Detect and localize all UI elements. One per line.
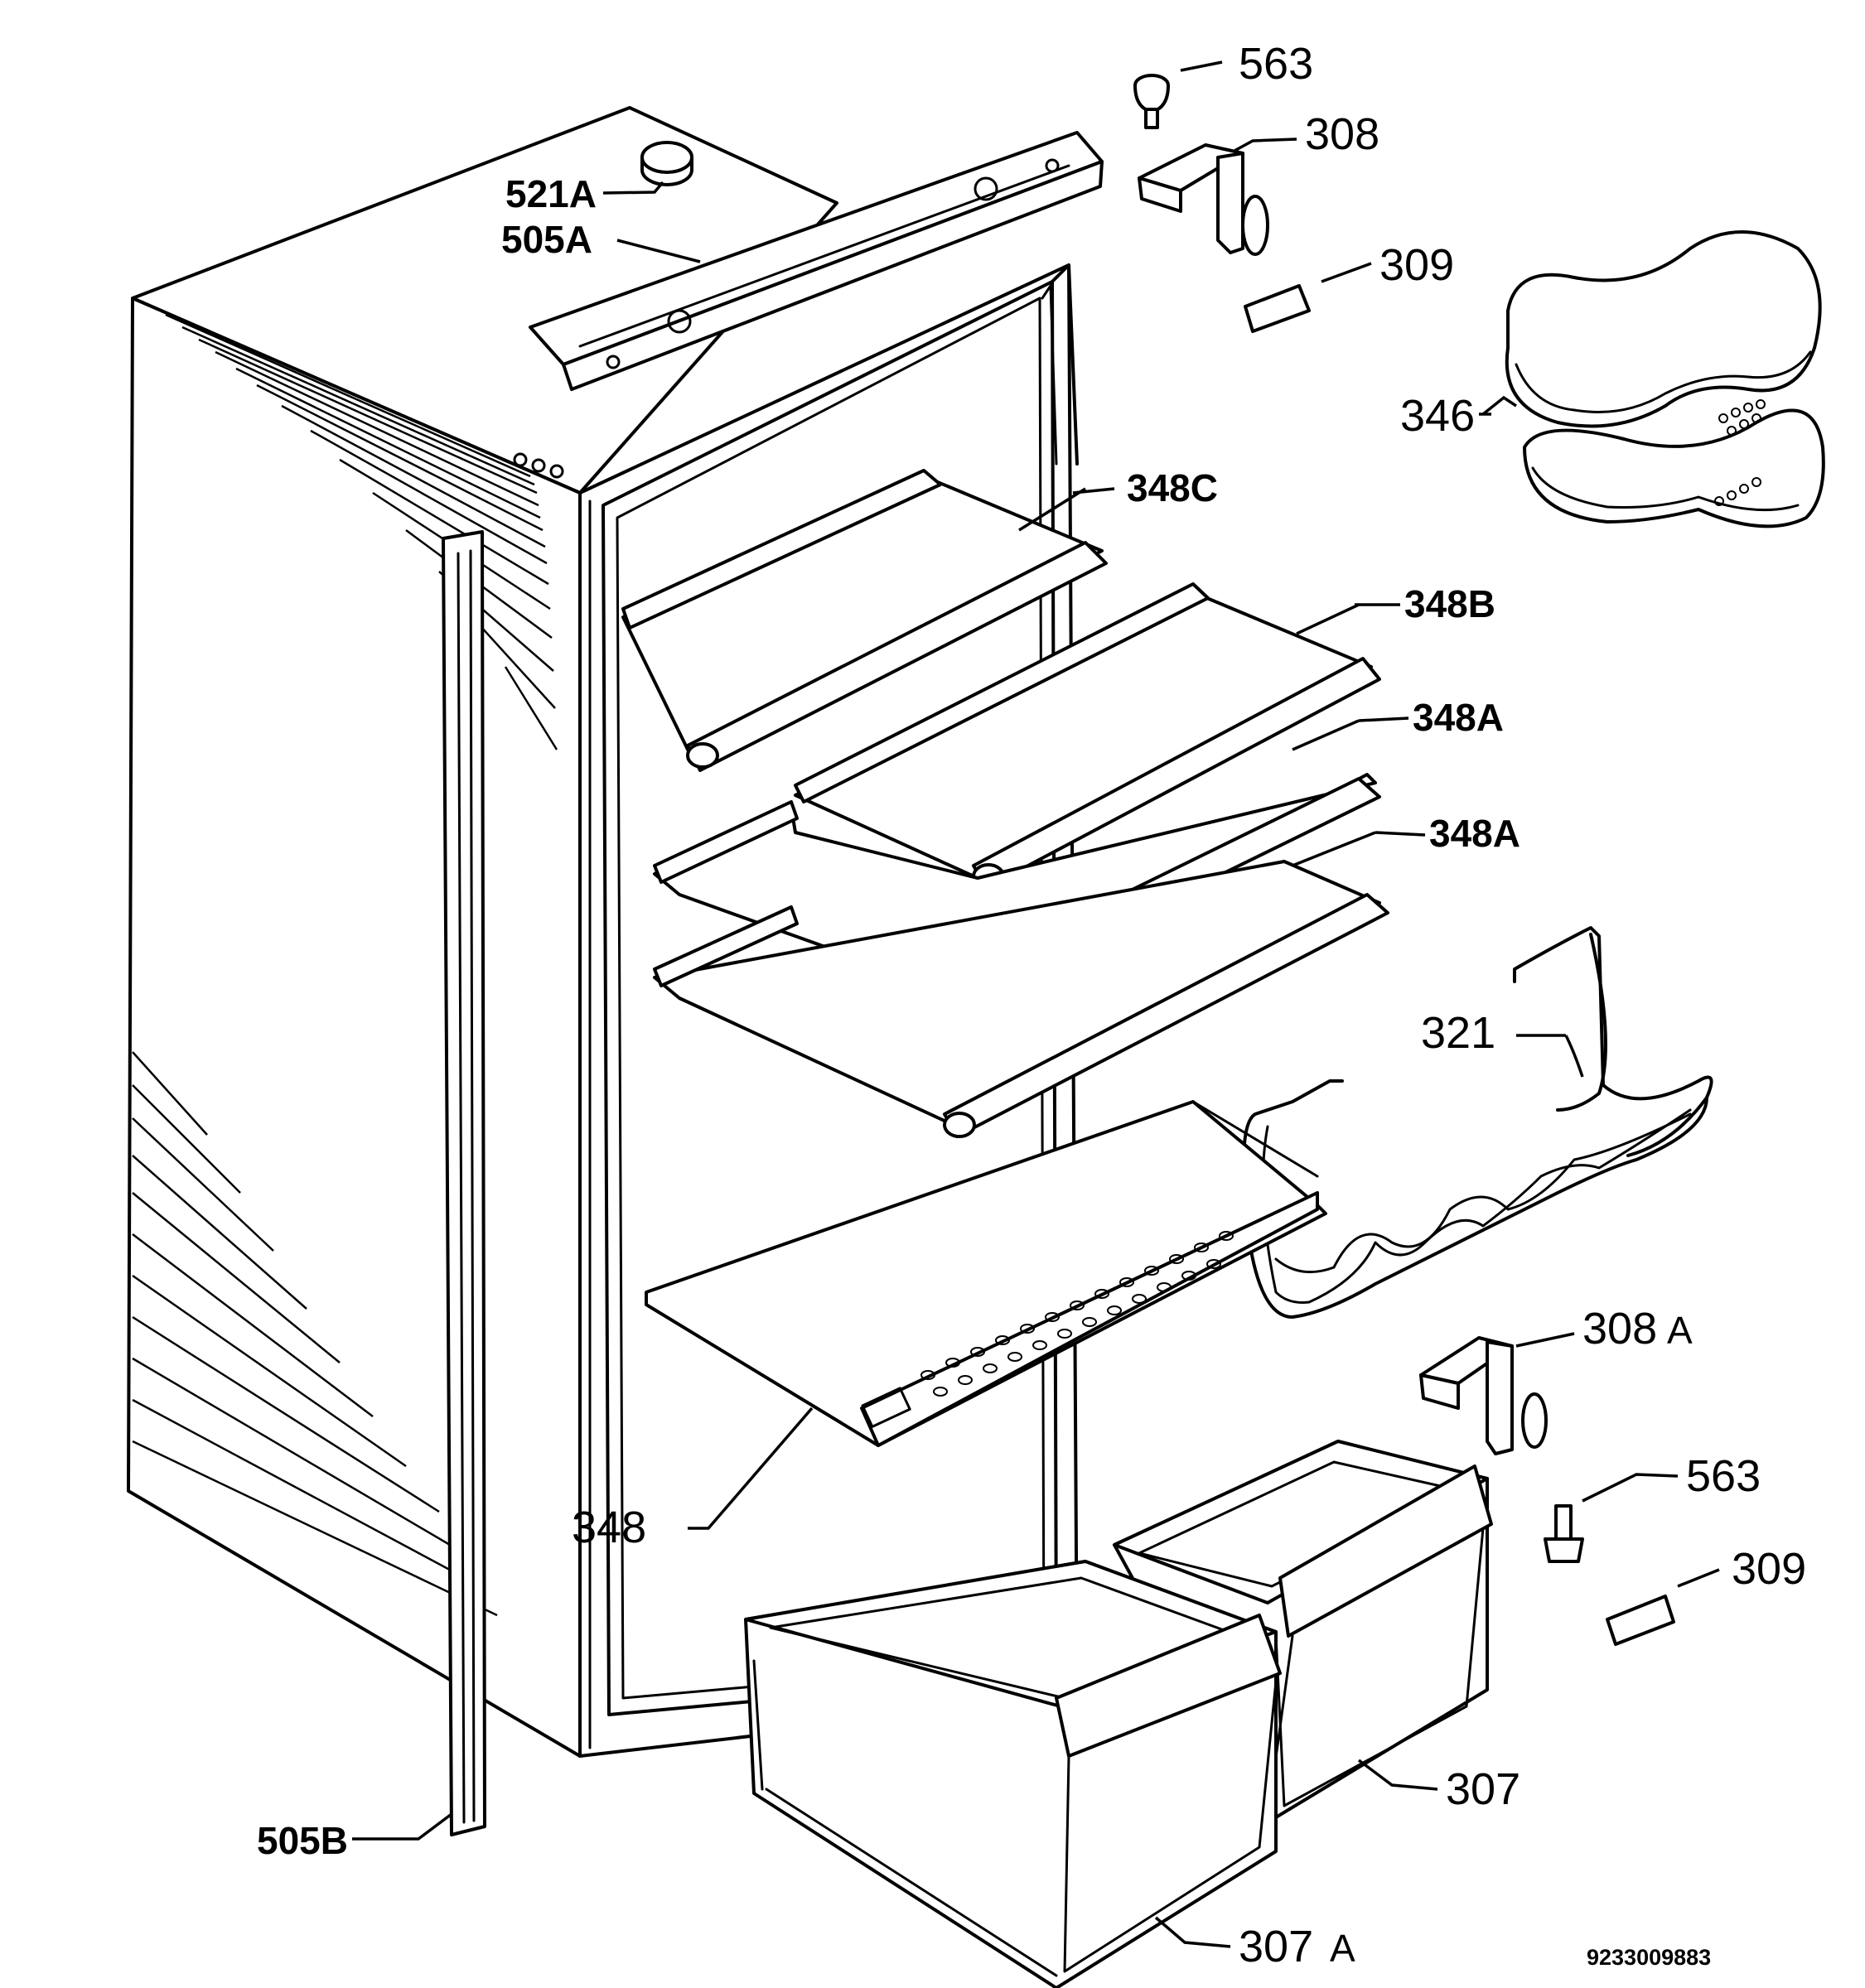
label-348b: 348B <box>1404 582 1495 625</box>
label-308: 308 <box>1305 109 1379 159</box>
label-563-bottom: 563 <box>1686 1451 1761 1501</box>
label-321: 321 <box>1421 1008 1495 1058</box>
hinge-308[interactable] <box>1138 143 1269 256</box>
hinge-308a[interactable] <box>1419 1336 1548 1455</box>
hinge-bar-505a[interactable] <box>529 131 1104 391</box>
label-307a-suffix: A <box>1330 1927 1355 1970</box>
side-shading-hatch <box>132 313 558 1617</box>
label-309-bottom: 309 <box>1732 1544 1806 1594</box>
label-348: 348 <box>572 1503 646 1552</box>
label-346: 346 <box>1400 391 1475 441</box>
label-308a-number: 308 <box>1582 1304 1657 1353</box>
label-563-top: 563 <box>1239 39 1313 89</box>
label-348a-upper: 348A <box>1413 696 1504 739</box>
label-505a: 505A <box>501 218 592 261</box>
crisper-cover-348[interactable] <box>645 1100 1327 1447</box>
bottle-rack-321[interactable] <box>1242 926 1713 1319</box>
label-307: 307 <box>1446 1764 1520 1814</box>
shelf-348a-lower[interactable] <box>653 860 1389 1138</box>
label-plate-309-bottom[interactable] <box>1606 1595 1675 1646</box>
shelf-348b[interactable] <box>794 582 1381 890</box>
label-plate-309-top[interactable] <box>1244 284 1311 333</box>
label-308a-suffix: A <box>1667 1309 1693 1352</box>
document-number: 9233009883 <box>1587 1945 1711 1970</box>
crisper-cover-vent-holes <box>920 1231 1234 1397</box>
egg-tray-346[interactable] <box>1505 230 1825 528</box>
screw-563-bottom[interactable] <box>1544 1504 1584 1563</box>
label-348a-lower: 348A <box>1429 812 1520 855</box>
plug-563-top[interactable] <box>1133 74 1170 129</box>
thermostat-knob-521a[interactable] <box>640 141 693 186</box>
label-505b: 505B <box>257 1819 348 1862</box>
label-307a-number: 307 <box>1239 1922 1313 1971</box>
part-labels: 563 308 309 521A 505A 346 348C 348B 348A… <box>257 39 1806 1971</box>
crisper-drawer-307a[interactable] <box>744 1560 1282 1988</box>
leader-lines <box>352 60 1720 1948</box>
door-seal-505b[interactable] <box>442 530 486 1836</box>
label-521a: 521A <box>505 172 597 215</box>
shelf-348c[interactable] <box>621 469 1108 772</box>
label-348c: 348C <box>1127 466 1218 509</box>
label-309-top: 309 <box>1379 240 1454 290</box>
